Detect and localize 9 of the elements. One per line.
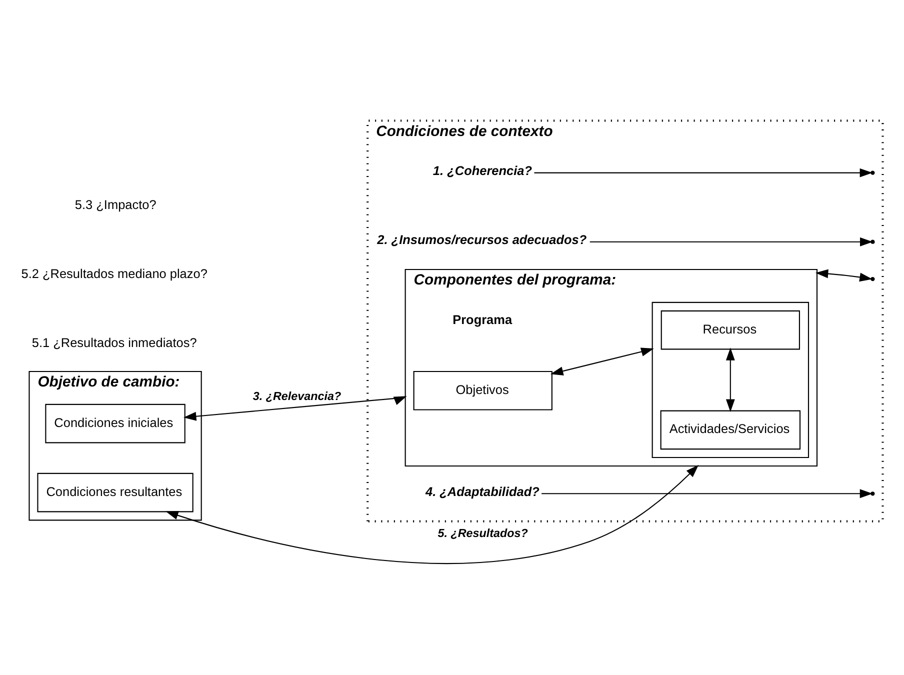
node-text: 1. ¿Coherencia? xyxy=(432,162,532,178)
edge-label: 3. ¿Relevancia? xyxy=(252,389,342,402)
label: 5.1 ¿Resultados inmediatos? xyxy=(32,334,197,350)
node-label: Programa xyxy=(452,311,512,326)
edge-label: 5. ¿Resultados? xyxy=(438,526,528,540)
label: 5.2 ¿Resultados mediano plazo? xyxy=(21,266,208,281)
node-text: 4. ¿Adaptabilidad? xyxy=(426,483,540,498)
node-text: 2. ¿Insumos/recursos adecuados? xyxy=(377,232,587,247)
label: 5.3 ¿Impacto? xyxy=(74,196,156,212)
